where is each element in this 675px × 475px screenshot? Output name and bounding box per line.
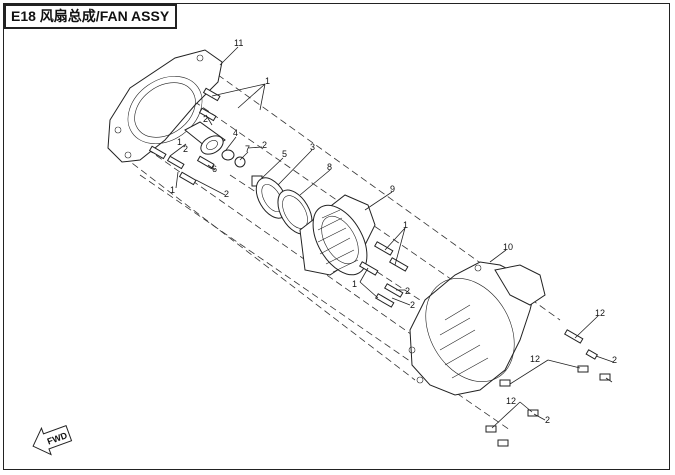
callout-1: 1 <box>170 185 175 195</box>
bolts-left <box>148 87 221 186</box>
rear-cover-plate <box>107 49 223 163</box>
callout-2: 2 <box>262 140 267 150</box>
callout-7: 7 <box>245 144 250 154</box>
diagram-title: E18 风扇总成/FAN ASSY <box>4 4 177 29</box>
callout-2: 2 <box>224 189 229 199</box>
fan-impeller <box>299 194 376 276</box>
drawing-frame <box>3 3 670 470</box>
callout-2: 2 <box>405 286 410 296</box>
gaskets <box>255 177 313 235</box>
fan-housing <box>408 261 546 396</box>
leader-lines <box>169 46 614 429</box>
callout-6: 6 <box>212 164 217 174</box>
callout-4: 4 <box>233 128 238 138</box>
callout-12: 12 <box>530 354 540 364</box>
callout-2: 2 <box>545 415 550 425</box>
bolts-middle <box>359 241 409 308</box>
callout-2: 2 <box>203 114 208 124</box>
fwd-arrow-icon: FWD <box>32 425 73 456</box>
callout-1: 1 <box>403 220 408 230</box>
callout-1: 1 <box>352 279 357 289</box>
callout-8: 8 <box>327 162 332 172</box>
callout-1: 1 <box>265 76 270 86</box>
callout-2: 2 <box>183 144 188 154</box>
callout-2: 2 <box>612 355 617 365</box>
callout-12: 12 <box>506 396 516 406</box>
callout-3: 3 <box>310 142 315 152</box>
callout-12: 12 <box>595 308 605 318</box>
bearing-housing <box>184 121 263 187</box>
callout-2: 2 <box>410 300 415 310</box>
callout-labels: 11 1 2 4 2 7 5 3 6 2 1 2 1 8 9 1 10 1 2 … <box>170 38 617 425</box>
bolts-right <box>485 329 611 447</box>
callout-10: 10 <box>503 242 513 252</box>
callout-1: 1 <box>177 137 182 147</box>
callout-9: 9 <box>390 184 395 194</box>
callout-11: 11 <box>234 38 243 48</box>
callout-5: 5 <box>282 149 287 159</box>
